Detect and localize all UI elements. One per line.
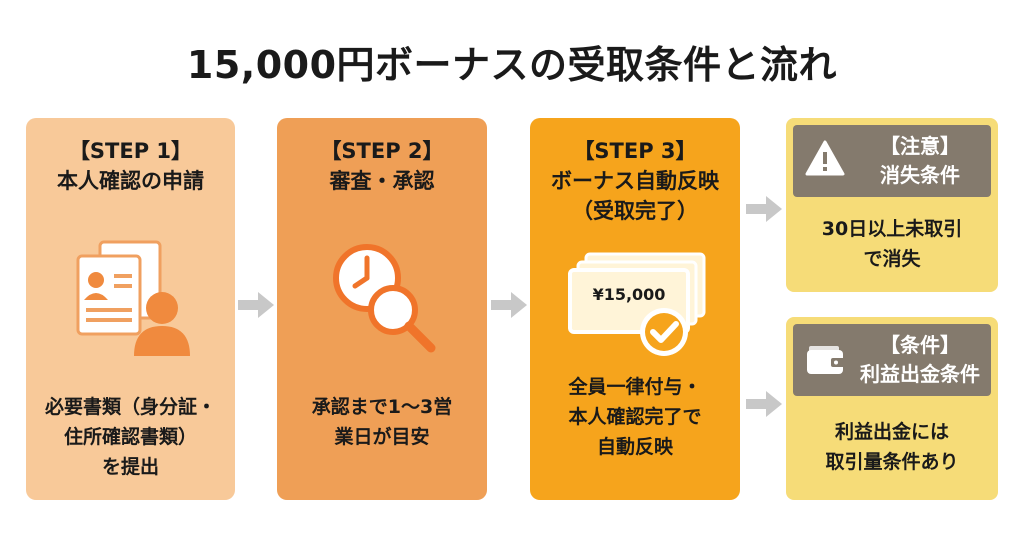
- note2-body: 利益出金には 取引量条件あり: [786, 417, 998, 477]
- step1-body-line: を提出: [101, 456, 159, 478]
- step2-body: 承認まで1〜3営 業日が目安: [277, 392, 487, 452]
- page-title: 15,000円ボーナスの受取条件と流れ: [186, 43, 838, 87]
- arrow-right-icon: [746, 391, 782, 417]
- step1-label: 【STEP 1】: [68, 139, 193, 163]
- note1-body-line: 30日以上未取引: [821, 218, 963, 240]
- step1-header: 【STEP 1】 本人確認の申請: [26, 136, 235, 196]
- ticket-check-icon: [568, 252, 706, 356]
- step2-body-line: 承認まで1〜3営: [311, 396, 453, 418]
- arrow-right-icon: [238, 292, 274, 318]
- step1-heading: 本人確認の申請: [57, 169, 204, 193]
- note2-body-line: 利益出金には: [834, 421, 949, 443]
- note-withdrawal-card: 【条件】 利益出金条件 利益出金には 取引量条件あり: [786, 317, 998, 500]
- note1-body: 30日以上未取引 で消失: [786, 214, 998, 274]
- step1-body-line: 住所確認書類）: [63, 426, 197, 448]
- wallet-icon: [807, 346, 845, 374]
- note-disappearance-card: 【注意】 消失条件 30日以上未取引 で消失: [786, 118, 998, 292]
- note1-header: 【注意】 消失条件: [793, 125, 991, 197]
- step3-card: 【STEP 3】 ボーナス自動反映 （受取完了） ¥15,000 全員一律付与・…: [530, 118, 740, 500]
- step1-body: 必要書類（身分証・ 住所確認書類） を提出: [26, 392, 235, 482]
- note2-label: 【条件】: [880, 333, 960, 357]
- warning-icon: [805, 140, 845, 176]
- step2-heading: 審査・承認: [329, 169, 435, 193]
- note1-header-text: 【注意】 消失条件: [855, 132, 985, 190]
- note1-label: 【注意】: [880, 134, 960, 158]
- step2-header: 【STEP 2】 審査・承認: [277, 136, 487, 196]
- step2-body-line: 業日が目安: [334, 426, 430, 448]
- step3-body-line: 本人確認完了で: [568, 406, 702, 428]
- ticket-amount: ¥15,000: [592, 285, 666, 304]
- step1-card: 【STEP 1】 本人確認の申請 必要書類（身分証・ 住所確認書類） を提出: [26, 118, 235, 500]
- arrow-right-icon: [491, 292, 527, 318]
- step3-body: 全員一律付与・ 本人確認完了で 自動反映: [530, 372, 740, 462]
- step3-heading: ボーナス自動反映: [551, 169, 719, 193]
- note2-header: 【条件】 利益出金条件: [793, 324, 991, 396]
- step3-body-line: 全員一律付与・: [568, 376, 702, 398]
- step3-body-line: 自動反映: [596, 436, 673, 458]
- note2-header-text: 【条件】 利益出金条件: [855, 331, 985, 389]
- document-person-icon: [76, 240, 190, 356]
- step1-body-line: 必要書類（身分証・: [44, 396, 216, 418]
- note2-body-line: 取引量条件あり: [825, 451, 959, 473]
- clock-magnifier-icon: [333, 244, 436, 353]
- step2-label: 【STEP 2】: [320, 139, 444, 163]
- note1-body-line: で消失: [863, 248, 921, 270]
- step3-heading-sub: （受取完了）: [572, 199, 698, 223]
- note2-heading: 利益出金条件: [860, 362, 980, 386]
- step2-card: 【STEP 2】 審査・承認 承認まで1〜3営 業日が目安: [277, 118, 487, 500]
- note1-heading: 消失条件: [880, 163, 960, 187]
- arrow-right-icon: [746, 196, 782, 222]
- step3-header: 【STEP 3】 ボーナス自動反映 （受取完了）: [530, 136, 740, 226]
- step3-label: 【STEP 3】: [573, 139, 697, 163]
